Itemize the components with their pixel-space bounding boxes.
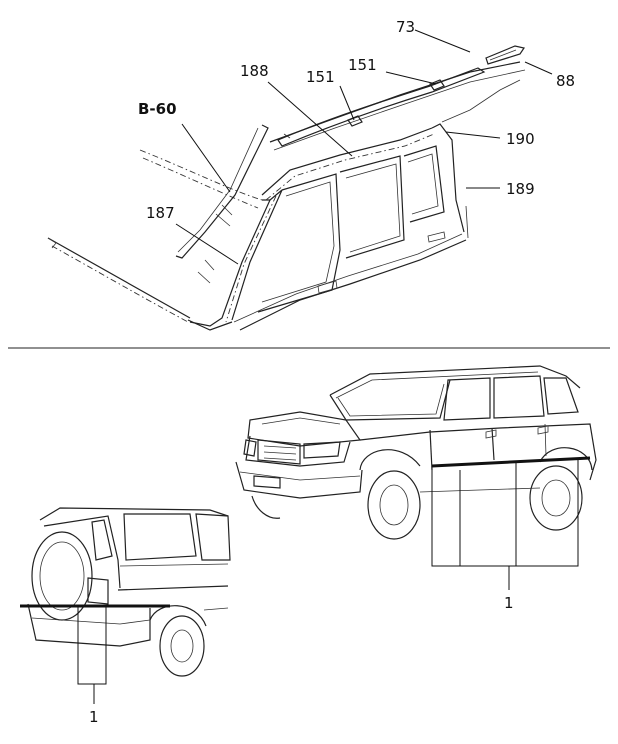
part-label-188: 188 xyxy=(240,62,269,80)
part-label-73: 73 xyxy=(396,18,415,36)
top-leader-lines xyxy=(175,29,553,265)
top-roof-view xyxy=(47,45,526,331)
front-three-quarter-view xyxy=(235,365,597,540)
rear-three-quarter-view xyxy=(20,507,231,677)
part-label-190: 190 xyxy=(506,130,535,148)
part-label-1-left: 1 xyxy=(89,708,99,726)
part-1-bracket-right xyxy=(431,458,579,590)
part-label-151-left: 151 xyxy=(306,68,335,86)
part-label-151-right: 151 xyxy=(348,56,377,74)
part-label-1-right: 1 xyxy=(504,594,514,612)
part-label-187: 187 xyxy=(146,204,175,222)
part-label-189: 189 xyxy=(506,180,535,198)
part-label-b60: B-60 xyxy=(138,100,177,118)
part-label-88: 88 xyxy=(556,72,575,90)
side-moulding-right xyxy=(431,456,591,468)
part-1-bracket-left xyxy=(77,606,107,704)
